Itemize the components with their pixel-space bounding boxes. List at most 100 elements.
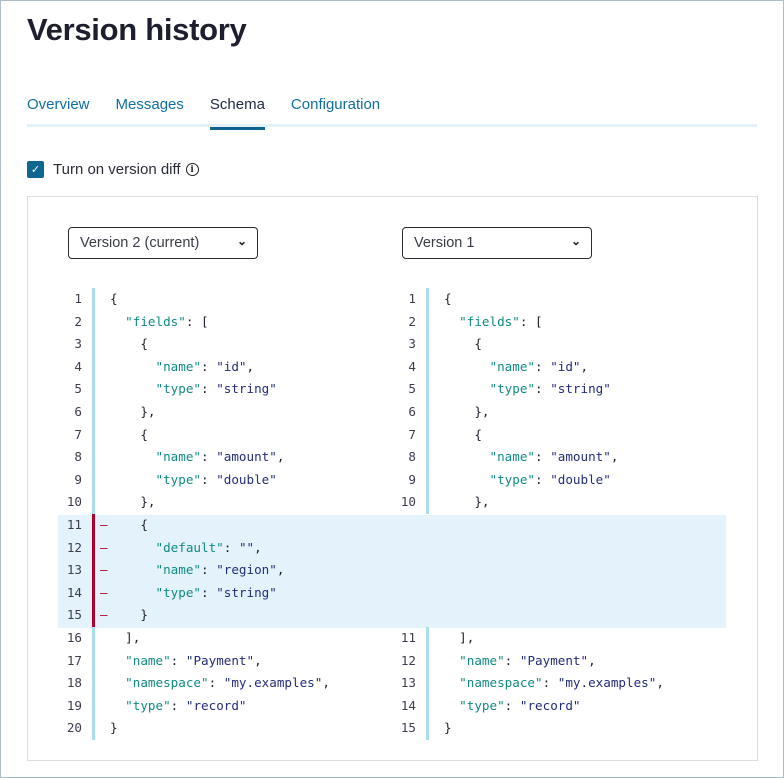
gutter-bar <box>426 288 429 311</box>
code-text: "name": "region", <box>155 562 285 578</box>
line-number: 10 <box>66 494 82 510</box>
line-number: 6 <box>408 403 416 419</box>
json-value: "my.examples" <box>557 675 657 691</box>
code-text: ], <box>444 629 475 645</box>
removed-marker: – <box>100 562 108 578</box>
code-text: { <box>110 516 148 532</box>
gutter-bar <box>92 491 95 514</box>
line-number: 4 <box>408 358 416 374</box>
right-code-pane: 1{2 "fields": [3 {4 "name": "id",5 "type… <box>376 288 716 740</box>
tab-messages[interactable]: Messages <box>115 96 184 113</box>
gutter-bar <box>92 400 95 424</box>
code-text: } <box>110 607 148 623</box>
line-number: 5 <box>408 381 416 397</box>
json-value: "id" <box>216 358 247 374</box>
code-text: } <box>110 720 118 736</box>
code-text: { <box>444 291 452 306</box>
json-key: "type" <box>125 697 171 713</box>
code-text: { <box>110 426 148 442</box>
code-text: ], <box>110 629 141 645</box>
code-line: 9 "type": "double" <box>376 468 716 492</box>
gutter-bar <box>92 513 95 537</box>
removed-marker: – <box>100 607 108 623</box>
removed-marker: – <box>100 584 108 600</box>
line-number: 9 <box>408 471 416 487</box>
page-title: Version history <box>27 12 247 47</box>
gutter-bar <box>92 446 95 469</box>
line-number: 9 <box>74 471 82 487</box>
line-number: 15 <box>66 607 82 623</box>
code-text: "type": "double" <box>155 471 277 487</box>
json-value: "Payment" <box>185 652 255 668</box>
gutter-bar <box>92 604 95 627</box>
line-number: 18 <box>66 675 82 691</box>
json-key: "type" <box>489 381 536 397</box>
json-value: "" <box>238 539 255 555</box>
gutter-bar <box>92 288 95 311</box>
info-icon[interactable]: i <box>185 163 199 176</box>
json-value: "my.examples" <box>223 675 323 691</box>
gutter-bar <box>426 355 429 379</box>
line-number: 8 <box>74 449 82 465</box>
line-number: 5 <box>74 381 82 397</box>
line-number: 17 <box>66 652 82 668</box>
code-text: "name": "amount", <box>155 449 285 465</box>
code-line: 1{ <box>376 288 716 311</box>
code-text: "type": "record" <box>125 697 247 713</box>
code-line: 19 "type": "record" <box>42 694 382 718</box>
json-value: "string" <box>216 584 277 600</box>
tab-configuration[interactable]: Configuration <box>290 96 381 113</box>
gutter-bar <box>426 378 429 401</box>
gutter-bar <box>92 468 95 492</box>
code-line: 2 "fields": [ <box>376 310 716 334</box>
code-line: 7 { <box>376 423 716 447</box>
code-text: "fields": [ <box>459 313 543 329</box>
removed-marker: – <box>100 516 108 532</box>
json-key: "default" <box>155 539 224 555</box>
code-line: 4 "name": "id", <box>42 355 382 379</box>
code-line: 3 { <box>42 333 382 356</box>
code-text: "type": "double" <box>489 471 611 487</box>
json-key: "type" <box>489 471 536 487</box>
tab-schema[interactable]: Schema <box>209 92 265 130</box>
line-number: 2 <box>74 313 82 329</box>
gutter-bar <box>426 400 429 424</box>
chevron-down-icon: ⌄ <box>570 234 581 248</box>
gutter-bar <box>426 649 429 673</box>
json-value: "double" <box>550 471 611 487</box>
line-number: 4 <box>74 358 82 374</box>
code-line: 9 "type": "double" <box>42 468 382 492</box>
line-number: 16 <box>66 629 82 645</box>
gutter-bar <box>92 694 95 718</box>
gutter-bar <box>426 333 429 356</box>
json-value: "string" <box>216 381 277 397</box>
code-text: }, <box>110 494 156 510</box>
left-code-pane: 1{2 "fields": [3 {4 "name": "id",5 "type… <box>42 288 382 740</box>
version-diff-option: ✓ Turn on version diff i <box>27 161 199 178</box>
json-key: "name" <box>155 358 202 374</box>
line-number: 13 <box>400 675 416 691</box>
right-version-select[interactable]: Version 1⌄ <box>402 227 592 259</box>
code-line: 6 }, <box>376 400 716 424</box>
left-version-select[interactable]: Version 2 (current)⌄ <box>68 227 258 259</box>
json-value: "record" <box>185 697 247 713</box>
json-key: "type" <box>155 471 202 487</box>
line-number: 11 <box>400 629 416 645</box>
line-number: 6 <box>74 403 82 419</box>
version-diff-checkbox[interactable]: ✓ <box>27 161 44 178</box>
json-value: "Payment" <box>519 652 589 668</box>
json-key: "namespace" <box>125 675 209 691</box>
json-value: "region" <box>216 562 277 578</box>
code-text: "fields": [ <box>125 313 209 329</box>
code-line: 17 "name": "Payment", <box>42 649 382 673</box>
code-text: "namespace": "my.examples", <box>459 675 664 691</box>
code-text: "name": "Payment", <box>459 652 596 668</box>
tab-overview[interactable]: Overview <box>27 96 90 113</box>
code-line: 18 "namespace": "my.examples", <box>42 672 382 695</box>
gutter-bar <box>426 626 429 650</box>
code-line: 5 "type": "string" <box>376 378 716 401</box>
gutter-bar <box>426 310 429 334</box>
chevron-down-icon: ⌄ <box>236 234 247 248</box>
gutter-bar <box>92 672 95 695</box>
json-value: "id" <box>550 358 581 374</box>
